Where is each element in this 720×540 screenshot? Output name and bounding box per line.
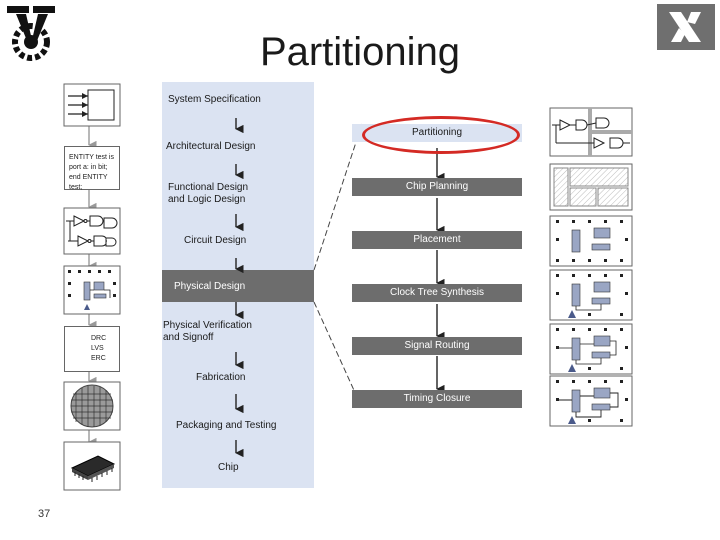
vhdl-line: port a: in bit; — [69, 164, 108, 171]
step-label: System Specification — [168, 94, 261, 105]
check-label: DRC — [91, 335, 107, 342]
system-block-icon — [63, 83, 121, 127]
technion-logo — [7, 6, 55, 61]
step-label: Chip — [218, 462, 239, 473]
vhdl-code-icon: ENTITY test is port a: in bit; end ENTIT… — [64, 146, 120, 191]
chip-plan-icon — [549, 163, 633, 211]
step-label-line2: and Logic Design — [168, 194, 246, 205]
step-chip-planning: Chip Planning — [352, 178, 522, 196]
step-functional-logic-design: Functional Design and Logic Design — [162, 176, 314, 214]
step-placement: Placement — [352, 231, 522, 249]
step-label-line1: Functional Design — [168, 182, 249, 193]
expansion-line-top — [313, 123, 363, 271]
step-label: Packaging and Testing — [176, 420, 277, 431]
verification-checks-icon: DRC LVS ERC — [64, 326, 120, 372]
check-label: LVS — [91, 345, 104, 352]
clock-tree-icon — [549, 269, 633, 321]
step-architectural-design: Architectural Design — [162, 130, 314, 164]
partitioned-gates-icon — [549, 107, 633, 157]
logic-gates-icon — [63, 207, 121, 255]
expansion-line-bottom — [313, 301, 363, 409]
step-label: Architectural Design — [166, 141, 256, 152]
timing-closure-icon — [549, 375, 633, 427]
step-chip: Chip — [162, 454, 314, 484]
step-timing-closure: Timing Closure — [352, 390, 522, 408]
step-physical-design: Physical Design — [162, 270, 314, 302]
chip-package-icon — [63, 441, 121, 491]
slide-title: Partitioning — [259, 30, 461, 74]
step-signal-routing: Signal Routing — [352, 337, 522, 355]
step-clock-tree-synthesis: Clock Tree Synthesis — [352, 284, 522, 302]
vhdl-line: end ENTITY test; — [69, 174, 108, 191]
step-packaging-testing: Packaging and Testing — [162, 412, 314, 438]
page-number: 37 — [38, 508, 51, 520]
check-label: ERC — [91, 355, 106, 362]
layout-icon-left — [63, 265, 121, 315]
step-label: Circuit Design — [184, 235, 247, 246]
step-label-line1: Physical Verification — [163, 320, 252, 331]
placement-icon — [549, 215, 633, 267]
wafer-icon — [63, 381, 121, 431]
signal-routing-icon — [549, 323, 633, 375]
step-system-specification: System Specification — [162, 82, 314, 118]
step-circuit-design: Circuit Design — [162, 228, 314, 258]
step-label: Physical Design — [174, 281, 246, 292]
step-label-line2: and Signoff — [163, 332, 214, 343]
faculty-logo — [657, 4, 715, 50]
step-fabrication: Fabrication — [162, 366, 314, 392]
vhdl-line: ENTITY test is — [69, 154, 114, 161]
step-label: Fabrication — [196, 372, 246, 383]
partitioning-highlight-ring — [362, 116, 520, 154]
step-physical-verification: Physical Verification and Signoff — [162, 316, 314, 352]
